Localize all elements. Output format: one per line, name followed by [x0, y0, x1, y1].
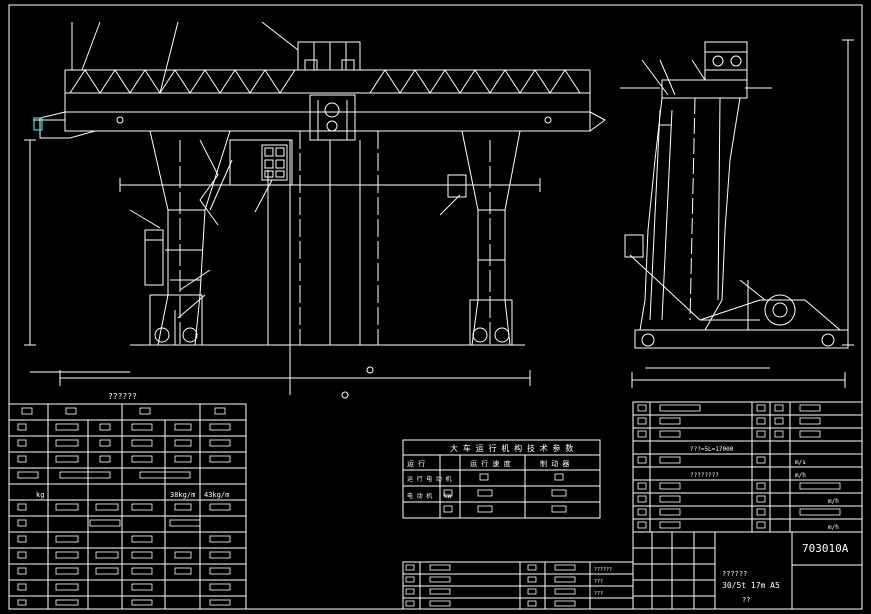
right-span: m/h	[828, 524, 839, 531]
model-line3: ??	[742, 596, 750, 604]
right-mass: m/h	[828, 498, 839, 505]
left-unit-kg: kg	[36, 491, 44, 499]
bottom-note-c: ???	[594, 591, 603, 597]
center-row-b: 电 动 机	[407, 492, 432, 500]
center-unit: kW	[444, 493, 452, 500]
elevation-table-title: ??????	[108, 392, 137, 401]
bottom-note-a: ??????	[594, 567, 612, 573]
cantilever-accent	[33, 117, 43, 131]
model-line2: 30/5t 17m A5	[722, 581, 780, 590]
center-header-b: 运 行 速 度	[470, 459, 511, 468]
side-elevation-view	[620, 39, 854, 388]
model-line1: ??????	[722, 570, 747, 578]
traveling-mechanism-table	[402, 439, 601, 519]
title-block	[402, 531, 863, 610]
bottom-note-b: ???	[594, 579, 603, 585]
front-elevation-view	[24, 21, 606, 399]
drawing-number: 703010A	[802, 542, 849, 555]
param-row: ????????	[690, 472, 719, 479]
elevation-parameters-table	[8, 403, 247, 610]
center-header-c: 制 动 器	[540, 459, 569, 468]
left-load-a: 38kg/m	[170, 491, 195, 499]
param-length: ???=5L=17000	[690, 446, 734, 453]
center-header-a: 运 行	[407, 459, 425, 468]
table-glyph-placeholders	[17, 404, 841, 607]
right-unit-b: m/h	[795, 472, 806, 479]
center-table-title: 大 车 运 行 机 构 技 术 参 数	[450, 443, 573, 453]
left-load-b: 43kg/m	[204, 491, 229, 499]
center-row-a: 运 行 电 动 机	[407, 475, 451, 483]
right-unit-a: m/s	[795, 459, 806, 466]
